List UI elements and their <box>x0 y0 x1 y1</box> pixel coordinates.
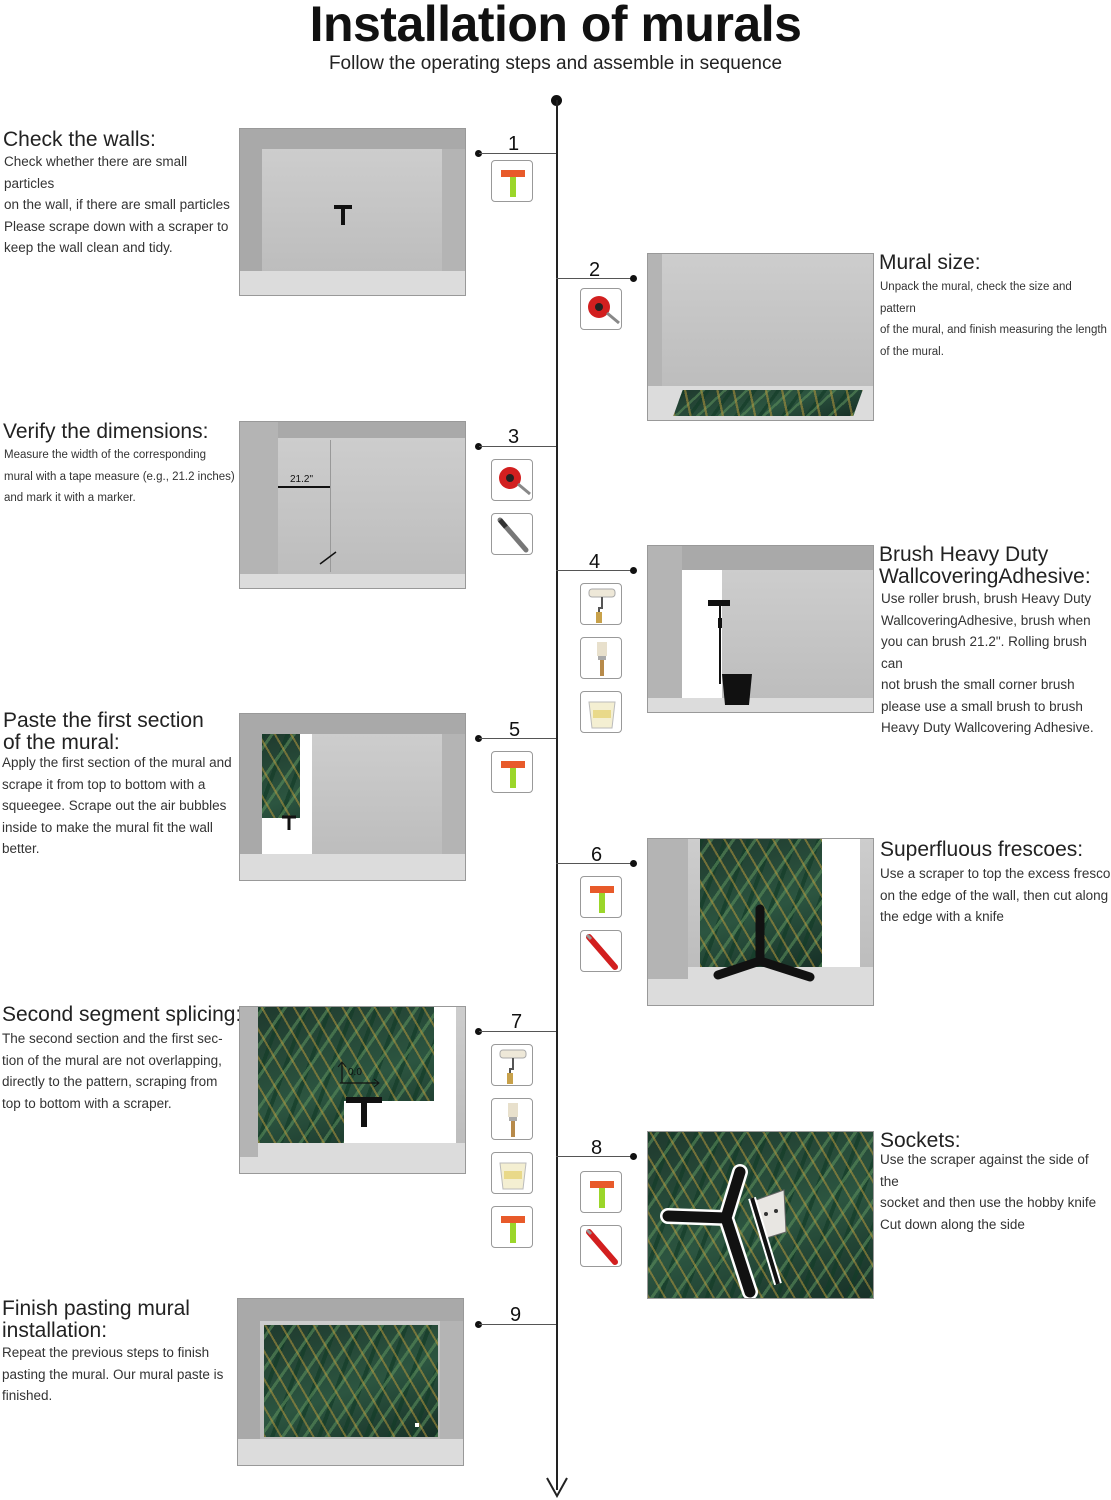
bucket-icon <box>722 674 752 705</box>
scraper-icon <box>713 904 815 982</box>
timeline-arrow-icon <box>546 1477 568 1498</box>
step-illustration <box>239 128 466 296</box>
tool-tape-measure <box>580 288 622 330</box>
measure-label: 21.2" <box>290 474 314 485</box>
timeline-line <box>556 100 558 1490</box>
step-heading: Second segment splicing: <box>2 1003 242 1026</box>
tool-marker <box>491 513 533 555</box>
roller-brush-icon <box>499 1049 527 1084</box>
scraper-icon <box>501 761 525 788</box>
tool-roller-brush <box>580 583 622 625</box>
step-heading: Verify the dimensions: <box>3 420 209 443</box>
page-title: Installation of murals <box>309 0 802 52</box>
step-heading: Paste the first section of the mural: <box>3 709 204 754</box>
utility-knife-icon <box>585 1228 618 1265</box>
tool-adhesive-bucket <box>580 691 622 733</box>
scraper-icon <box>282 815 296 830</box>
tape-measure-icon <box>588 296 620 325</box>
tool-paint-brush <box>491 1098 533 1140</box>
scraper-icon <box>346 1097 382 1127</box>
tape-measure-icon <box>499 467 531 496</box>
step-heading: Superfluous frescoes: <box>880 838 1084 861</box>
step-number: 4 <box>589 551 601 573</box>
step-description: Use the scraper against the side of the … <box>880 1152 1097 1232</box>
step-description: Use roller brush, brush Heavy Duty Wallc… <box>881 591 1094 735</box>
step-illustration <box>647 545 874 713</box>
splice-arrow-icon <box>337 1061 380 1088</box>
step-description: Check whether there are small particles … <box>4 154 230 255</box>
tool-utility-knife <box>580 930 622 972</box>
scraper-icon <box>334 205 352 225</box>
step-illustration: 0.0 <box>239 1006 466 1174</box>
step-description: Apply the first section of the mural and… <box>2 755 232 856</box>
paint-brush-icon <box>597 642 607 676</box>
tool-scraper <box>580 876 622 918</box>
tool-scraper <box>491 1206 533 1248</box>
step-illustration <box>647 1131 874 1299</box>
step-heading: Brush Heavy Duty WallcoveringAdhesive: <box>879 543 1091 588</box>
tool-adhesive-bucket <box>491 1152 533 1194</box>
marker-line-icon <box>319 551 337 565</box>
step-number: 5 <box>509 719 521 741</box>
step-number: 2 <box>589 259 601 281</box>
tool-utility-knife <box>580 1225 622 1267</box>
tool-paint-brush <box>580 637 622 679</box>
scraper-on-socket-icon <box>660 1164 787 1298</box>
step-number: 7 <box>511 1011 523 1033</box>
utility-knife-icon <box>585 933 618 970</box>
tool-scraper <box>580 1171 622 1213</box>
tool-scraper <box>491 160 533 202</box>
measure-label: 0.0 <box>348 1067 362 1078</box>
step-number: 6 <box>591 844 603 866</box>
scraper-icon <box>590 886 614 913</box>
step-number: 9 <box>510 1304 522 1326</box>
step-description: The second section and the first sec- ti… <box>2 1031 223 1111</box>
page-subtitle: Follow the operating steps and assemble … <box>328 53 783 74</box>
step-heading: Mural size: <box>879 251 981 274</box>
step-heading: Finish pasting mural installation: <box>2 1297 190 1342</box>
marker-icon <box>497 517 529 553</box>
tool-tape-measure <box>491 459 533 501</box>
adhesive-bucket-icon <box>588 701 616 729</box>
step-description: Unpack the mural, check the size and pat… <box>880 281 1107 358</box>
adhesive-bucket-icon <box>499 1162 527 1190</box>
step-heading: Sockets: <box>880 1129 961 1152</box>
step-description: Use a scraper to top the excess fresco o… <box>880 866 1111 924</box>
step-number: 8 <box>591 1137 603 1159</box>
step-number: 1 <box>508 133 520 155</box>
step-illustration <box>237 1298 464 1466</box>
tool-roller-brush <box>491 1044 533 1086</box>
step-description: Repeat the previous steps to finish past… <box>2 1345 224 1403</box>
scraper-icon <box>501 1216 525 1243</box>
roller-icon <box>708 600 730 684</box>
step-heading: Check the walls: <box>3 128 156 151</box>
scraper-icon <box>501 170 525 197</box>
roller-brush-icon <box>588 588 616 623</box>
scraper-icon <box>590 1181 614 1208</box>
step-illustration <box>647 253 874 421</box>
step-illustration <box>647 838 874 1006</box>
step-number: 3 <box>508 426 520 448</box>
paint-brush-icon <box>508 1103 518 1137</box>
step-illustration: 21.2" <box>239 421 466 589</box>
tool-scraper <box>491 751 533 793</box>
step-illustration <box>239 713 466 881</box>
step-description: Measure the width of the corresponding m… <box>4 449 235 504</box>
